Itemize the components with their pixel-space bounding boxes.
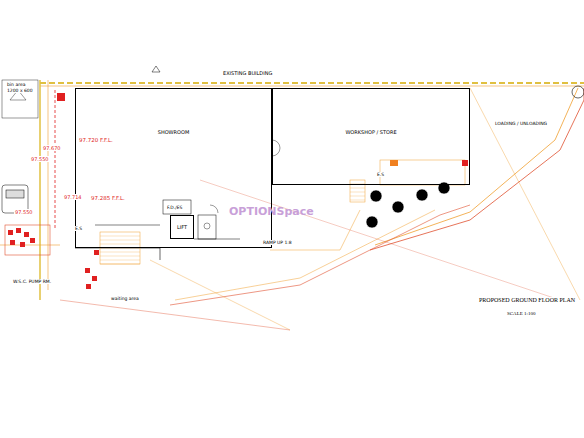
plan-label: 1200 x 600 [6,88,34,93]
room-box: LIFT [170,215,194,239]
room-name: SHOWROOM [158,129,189,135]
plan-label: 97.550 [14,209,34,215]
plan-label: E.S [376,172,385,177]
plan-label: 97.285 F.F.L. [90,195,126,202]
plan-label: F.D./ES [166,205,183,210]
plan-label: LOADING / UNLOADING [494,121,548,126]
room-box: SHOWROOM [75,88,272,248]
plan-label: W.S.C. PUMP RM. [12,279,52,284]
watermark: OPTIONSpace [228,205,315,218]
plan-label: SCALE 1:100 [506,311,536,317]
plan-label: EXISTING BUILDING [222,70,273,76]
plan-label: 97.670 [42,145,62,151]
plan-label: 97.720 F.F.L. [78,137,114,144]
plan-label: E.S [74,226,83,231]
room-name: WORKSHOP / STORE [345,129,396,135]
room-box: WORKSHOP / STORE [272,88,470,185]
plan-label: PROPOSED GROUND FLOOR PLAN [478,297,576,304]
plan-label: RAMP UP 1:8 [262,240,293,245]
room-name: LIFT [177,224,187,230]
plan-label: bin area [6,82,26,87]
plan-label: 97.714 [63,194,83,200]
plan-label: 97.550 [30,156,50,162]
plan-label: waiting area [110,296,140,301]
